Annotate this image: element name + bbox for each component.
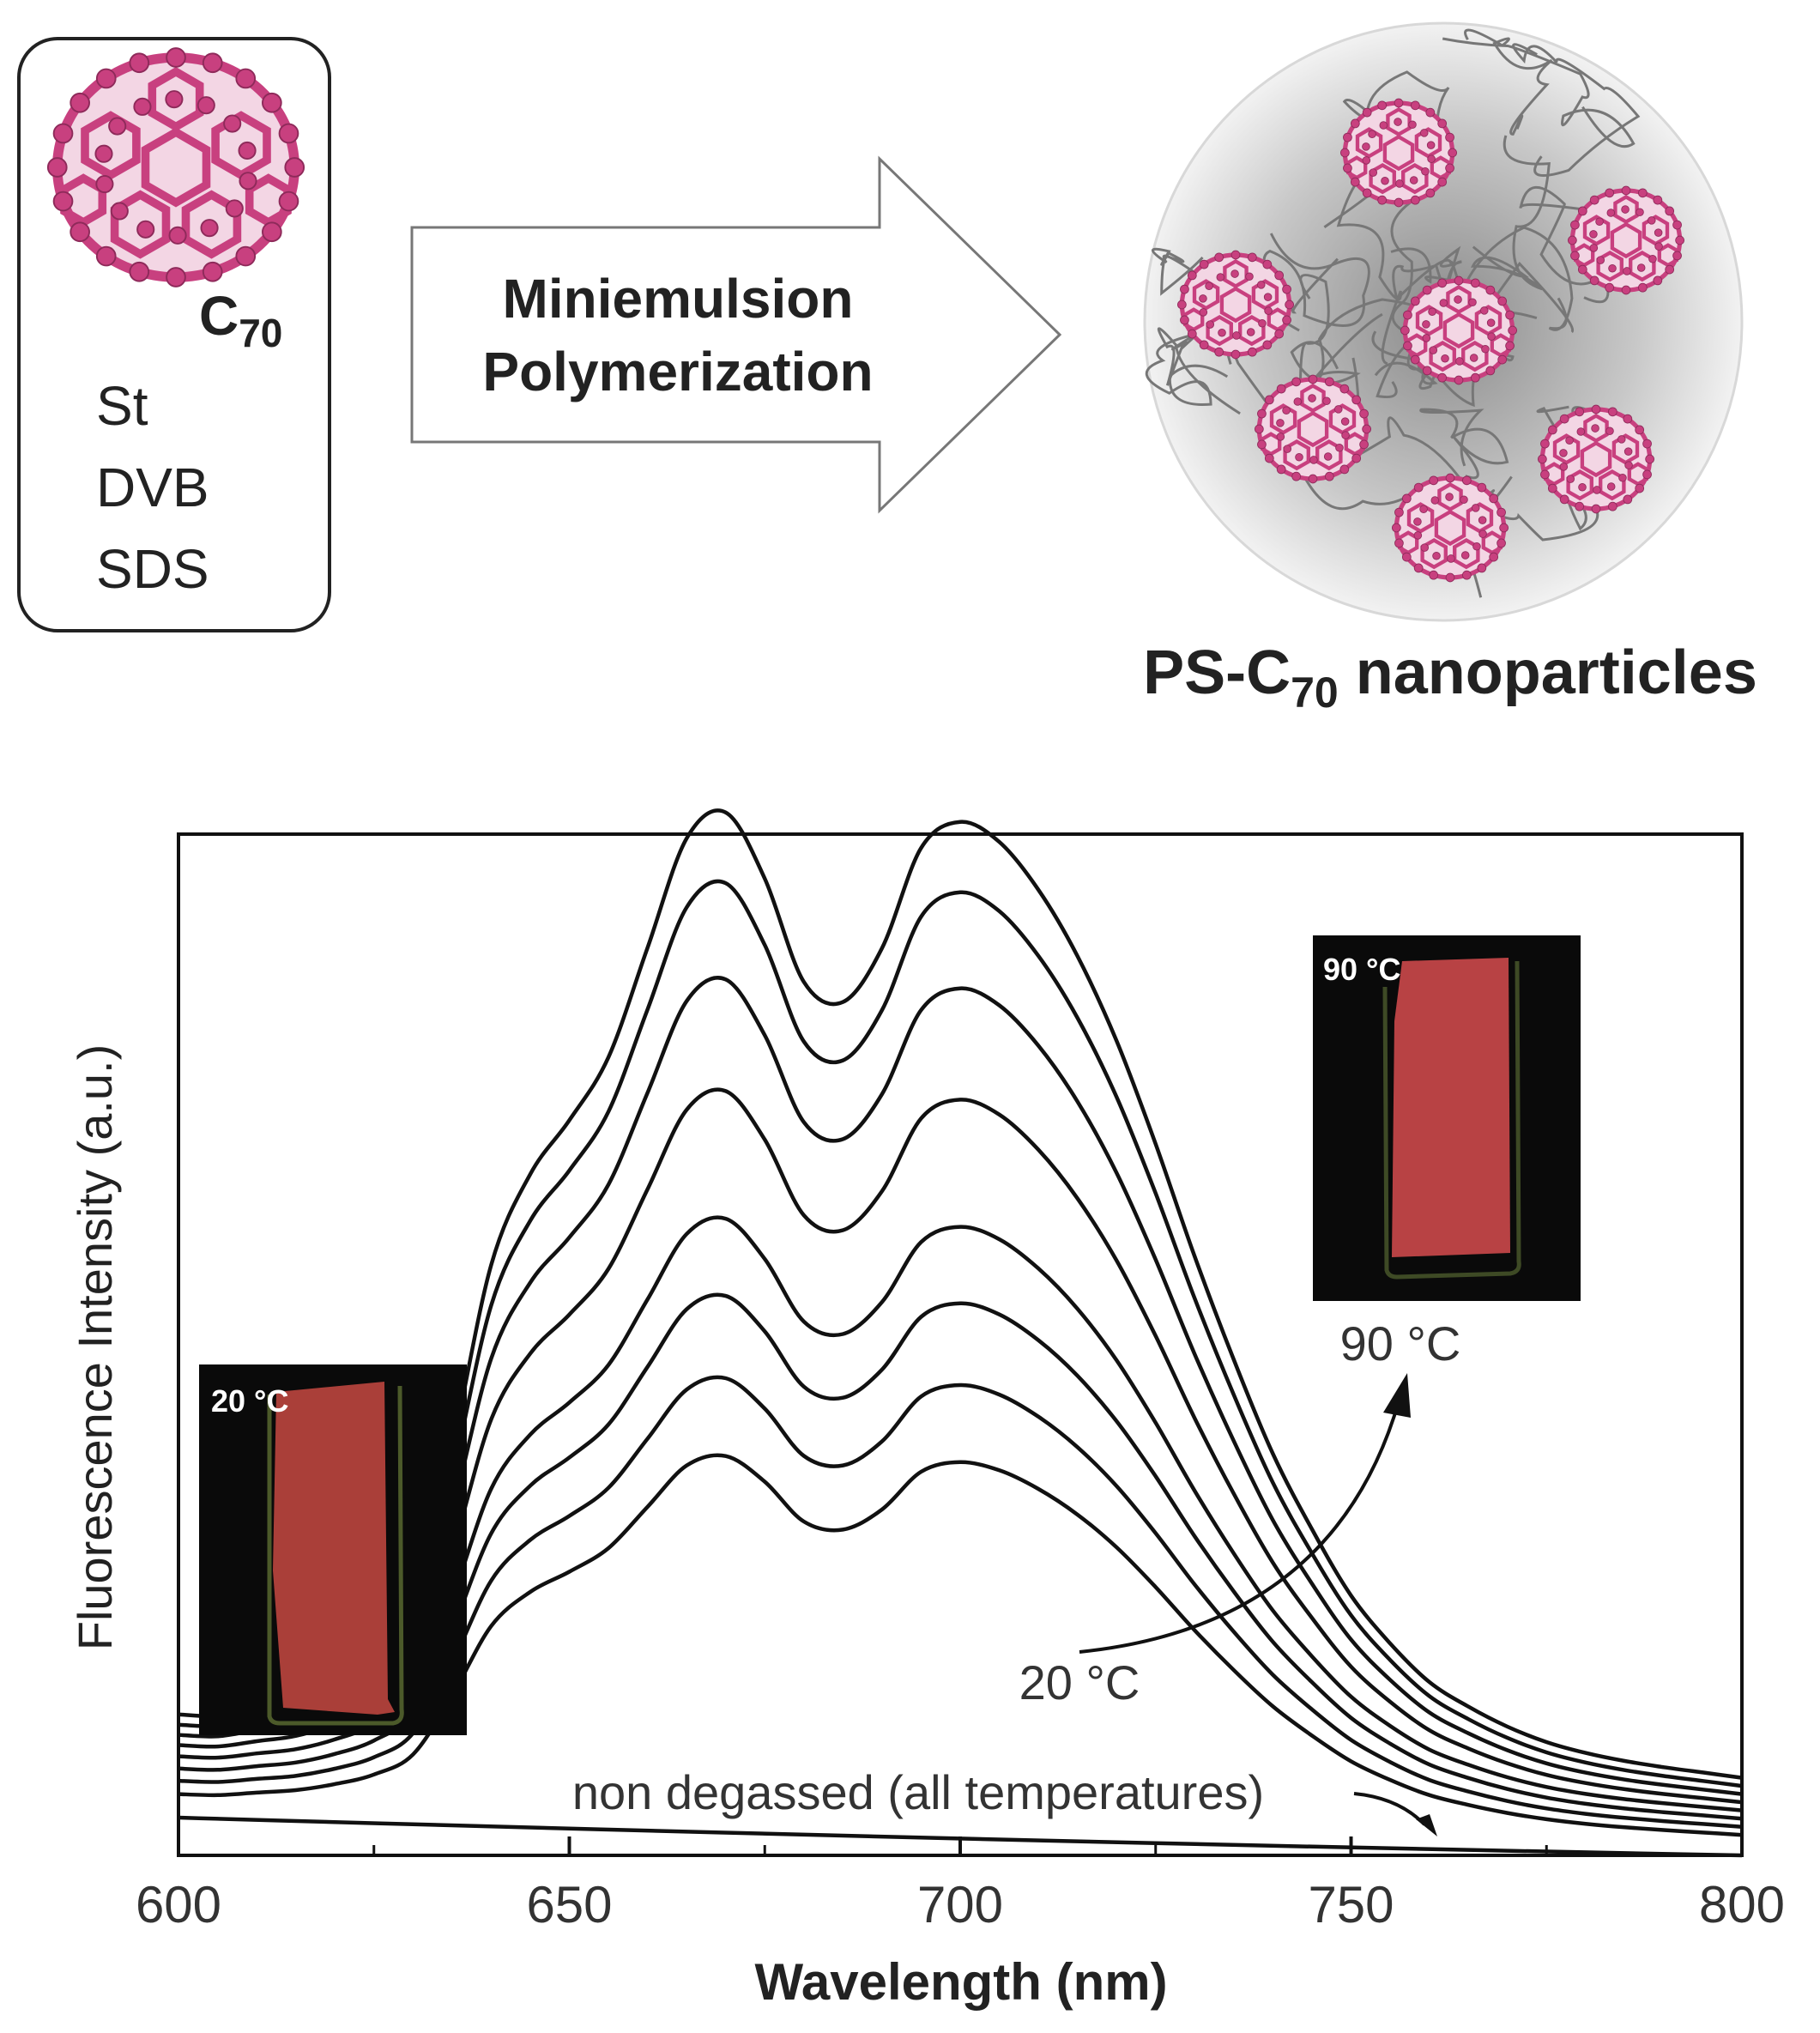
c70-molecule-embedded — [1254, 374, 1372, 484]
polymer-chain — [1262, 233, 1370, 327]
reagent-box: C70 St DVB SDS — [17, 37, 331, 632]
reagent-dvb: DVB — [96, 457, 209, 518]
embedded-fullerenes — [1176, 98, 1685, 583]
non-degassed-arrowhead — [1416, 1814, 1437, 1836]
x-tick-label-800: 800 — [1699, 1876, 1785, 1933]
reagent-st: St — [96, 375, 148, 437]
low-temp-label: 20 °C — [1019, 1655, 1140, 1709]
c70-molecule-embedded — [1567, 185, 1685, 295]
x-axis-label: Wavelength (nm) — [754, 1953, 1167, 2011]
polymer-chain — [1464, 28, 1553, 136]
temperature-arrowhead — [1383, 1373, 1411, 1418]
polymer-chain — [1512, 43, 1641, 178]
c70-molecule-large — [46, 47, 305, 287]
non-degassed-label: non degassed (all temperatures) — [572, 1765, 1264, 1819]
c70-molecule-embedded — [1176, 250, 1295, 360]
temperature-arrow — [1079, 1407, 1399, 1654]
polymer-chain — [1419, 408, 1509, 480]
polymer-chain — [1442, 37, 1636, 148]
inset-label-90c: 90 °C — [1323, 952, 1400, 987]
synthesis-scheme: C70 St DVB SDS Miniemulsion Polymerizati… — [17, 21, 1757, 717]
vial-sample-90c — [1392, 958, 1510, 1257]
y-axis-label: Fluorescence Intensity (a.u.) — [68, 1044, 122, 1651]
inset-photo-20c: 20 °C — [199, 1364, 467, 1735]
polymer-chain — [1470, 135, 1551, 291]
process-label-line1: Miniemulsion — [503, 268, 854, 330]
c70-molecule-embedded — [1391, 473, 1509, 583]
vial-sample-20c — [273, 1382, 395, 1715]
vial-outline-20c — [267, 1385, 404, 1726]
c70-molecule-embedded — [1339, 98, 1458, 208]
c70-molecule-embedded — [1537, 404, 1655, 514]
nanoparticle-illustration — [1143, 21, 1744, 622]
x-tick-label-750: 750 — [1308, 1876, 1394, 1933]
reagent-sds: SDS — [96, 538, 209, 600]
reagent-c70-label: C70 — [199, 285, 282, 355]
high-temp-label: 90 °C — [1340, 1316, 1461, 1370]
polymer-chain — [1151, 247, 1206, 296]
product-label: PS-C70 nanoparticles — [1143, 638, 1757, 717]
vial-outline-90c — [1382, 960, 1521, 1280]
fluorescence-chart: 600 650 700 750 800 Wavelength (nm) Fluoresc… — [68, 808, 1785, 2011]
x-tick-label-700: 700 — [917, 1876, 1003, 1933]
x-tick-label-650: 650 — [526, 1876, 612, 1933]
x-axis-ticks: 600 650 700 750 800 — [136, 1836, 1785, 1933]
process-arrow: Miniemulsion Polymerization — [410, 155, 1062, 514]
inset-label-20c: 20 °C — [211, 1383, 288, 1419]
inset-photo-90c: 90 °C — [1313, 935, 1581, 1301]
process-label-line2: Polymerization — [482, 341, 873, 402]
c70-fullerene-icon — [46, 47, 305, 287]
x-tick-label-600: 600 — [136, 1876, 221, 1933]
c70-molecule-embedded — [1400, 275, 1518, 385]
